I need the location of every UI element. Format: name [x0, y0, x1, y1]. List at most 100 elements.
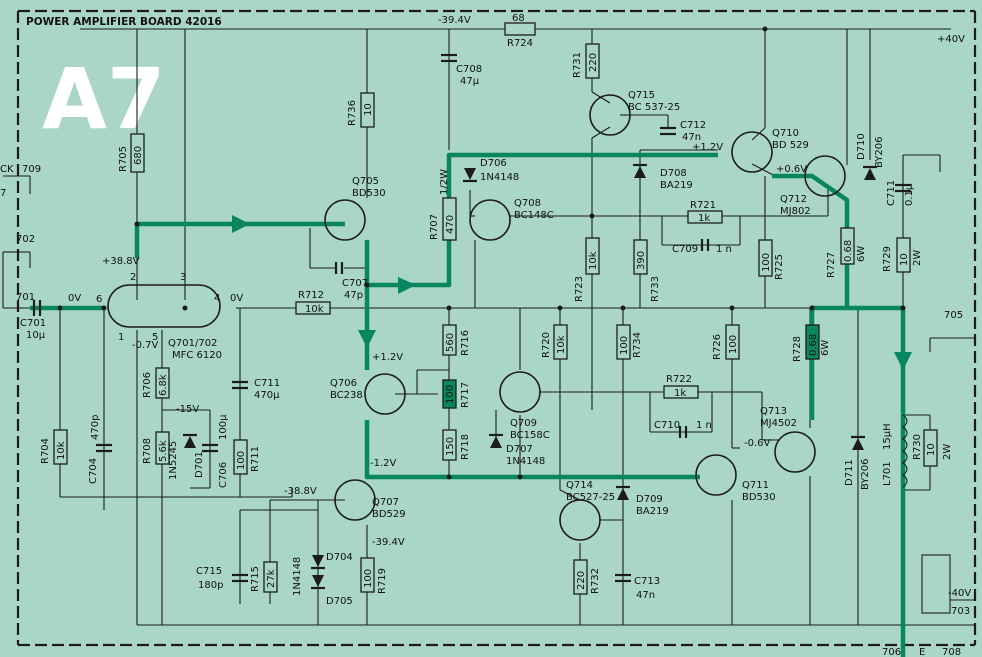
d708-ref: D708	[660, 168, 687, 179]
r707-ref: R707	[429, 214, 440, 240]
c707-ref: C707	[342, 278, 368, 289]
c711b-ref: C711	[886, 180, 897, 206]
r725-ref: R725	[774, 254, 785, 280]
terminal-703: 703	[951, 606, 970, 617]
q705-type: BD530	[352, 188, 386, 199]
c712-ref: C712	[680, 120, 706, 131]
d711-type: BY206	[860, 458, 871, 490]
r736-ref: R736	[347, 100, 358, 126]
capacitors	[32, 53, 911, 583]
terminal-702: 702	[16, 234, 35, 245]
d710-ref: D710	[856, 133, 867, 160]
c704-ref: C704	[88, 458, 99, 484]
d705-ref: D705	[326, 596, 353, 607]
r715-val: 27k	[266, 569, 277, 588]
d707-type: 1N4148	[506, 456, 545, 467]
pin-6: 6	[96, 294, 102, 305]
node-0v-a: 0V	[68, 293, 81, 304]
node-plus1v2-b: +1.2V	[692, 142, 723, 153]
rail-neg-right: -40V	[948, 588, 971, 599]
l701-val: 15µH	[882, 423, 893, 450]
r706-val: 6.8k	[158, 374, 169, 396]
r727-val: 0.68	[843, 240, 854, 262]
terminal-709: 709	[22, 164, 41, 175]
r730-val: 10	[926, 443, 937, 456]
r728-val: 0.68	[808, 334, 819, 356]
pin-4: 4	[214, 293, 220, 304]
r732-ref: R732	[590, 568, 601, 594]
r712-ref: R712	[298, 290, 324, 301]
c708-ref: C708	[456, 64, 482, 75]
q714-type: BC527-25	[566, 492, 615, 503]
c711-val: 470µ	[254, 390, 280, 401]
terminal-708: 708	[942, 647, 961, 657]
c710-ref: C710	[654, 420, 680, 431]
c701-val: 10µ	[26, 330, 46, 341]
terminal-706: 706	[882, 647, 901, 657]
node-plus38v8: +38.8V	[102, 256, 140, 267]
diodes	[183, 163, 877, 590]
terminal-705: 705	[944, 310, 963, 321]
r717-val: 100	[445, 385, 456, 404]
r728-ref: R728	[792, 336, 803, 362]
c715-val: 180p	[198, 580, 223, 591]
node-minus15v: -15V	[176, 404, 199, 415]
transistors	[107, 94, 846, 541]
d701-ref: D701	[194, 451, 205, 478]
r732-val: 220	[576, 571, 587, 590]
q709-ref: Q709	[510, 418, 537, 429]
r725-val: 100	[761, 253, 772, 272]
r729-val: 10	[899, 253, 910, 266]
labels: -39.4V +40V -40V 709 CK 7 702 701 705 70…	[0, 13, 971, 657]
edge-ck: CK	[0, 164, 14, 175]
q701-ref: Q701/702	[168, 338, 217, 349]
r708-val: 5.6k	[158, 440, 169, 462]
r720-ref: R720	[541, 332, 552, 358]
q706-ref: Q706	[330, 378, 357, 389]
q709-type: BC158C	[510, 430, 550, 441]
q714-ref: Q714	[566, 480, 593, 491]
r719-ref: R719	[377, 568, 388, 594]
q713-ref: Q713	[760, 406, 787, 417]
r729-ref: R729	[882, 246, 893, 272]
r726-ref: R726	[712, 334, 723, 360]
node-plus1v2-a: +1.2V	[372, 352, 403, 363]
d701-type: 1N5245	[168, 441, 179, 480]
d709-ref: D709	[636, 494, 663, 505]
c701-ref: C701	[20, 318, 46, 329]
junction-dots	[57, 26, 906, 480]
inductor-l701	[902, 414, 908, 488]
r716-ref: R716	[460, 330, 471, 356]
node-minus0v7: -0.7V	[132, 340, 159, 351]
c707-val: 47p	[344, 290, 363, 301]
q713-type: MJ4502	[760, 418, 797, 429]
d706-ref: D706	[480, 158, 507, 169]
r708-ref: R708	[142, 438, 153, 464]
r722-ref: R722	[666, 374, 692, 385]
node-minus39v4: -39.4V	[372, 537, 405, 548]
q712-type: MJ802	[780, 206, 811, 217]
q712-ref: Q712	[780, 194, 807, 205]
r720-val: 10k	[556, 335, 567, 354]
l701-ref: L701	[882, 461, 893, 486]
r734-val: 100	[619, 336, 630, 355]
c712-val: 47n	[682, 132, 701, 143]
q710-type: BD 529	[772, 140, 809, 151]
r731-ref: R731	[572, 52, 583, 78]
r724-val: 68	[512, 13, 525, 24]
c708-val: 47µ	[460, 76, 480, 87]
r724-ref: R724	[507, 38, 533, 49]
edge-7: 7	[0, 188, 6, 199]
c715-ref: C715	[196, 566, 222, 577]
q707-ref: Q707	[372, 497, 399, 508]
c711b-val: 0.1µ	[904, 183, 915, 206]
r730-note: 2W	[942, 444, 953, 460]
r716-val: 560	[445, 333, 456, 352]
q710-ref: Q710	[772, 128, 799, 139]
q706-type: BC238	[330, 390, 363, 401]
q707-type: BD529	[372, 509, 406, 520]
r723-val: 10k	[588, 251, 599, 270]
d704-type: 1N4148	[292, 557, 303, 596]
c706-ref: C706	[218, 462, 229, 488]
q715-ref: Q715	[628, 90, 655, 101]
